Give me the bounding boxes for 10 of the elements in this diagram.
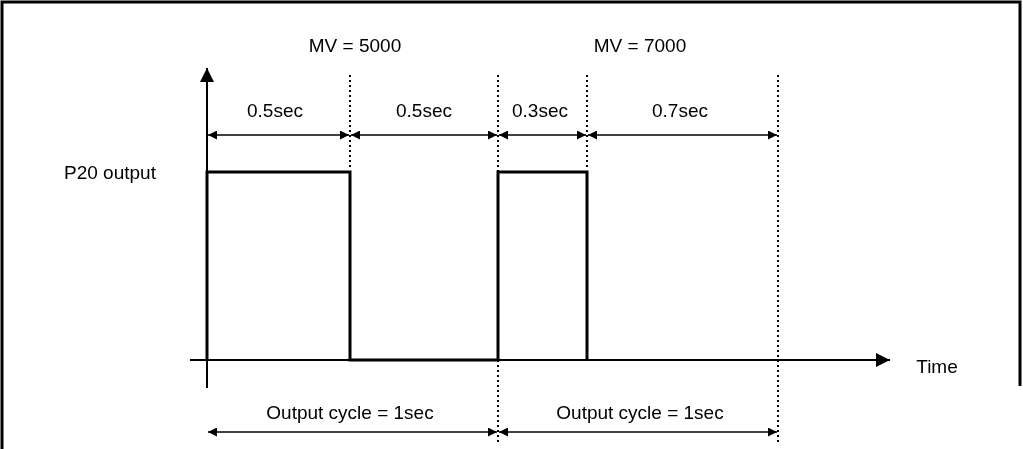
duration-label: 0.5sec [247, 100, 303, 120]
value-label: MV = 7000 [593, 35, 687, 55]
value-label: MV = 5000 [308, 35, 402, 55]
duration-label: 0.5sec [396, 100, 452, 120]
cycle-label: Output cycle = 1sec [556, 402, 724, 422]
duration-label: 0.3sec [512, 100, 568, 120]
signal-label: P20 output [64, 162, 156, 182]
duration-label: 0.7sec [652, 100, 708, 120]
axis-label: Time [916, 356, 958, 376]
cycle-label: Output cycle = 1sec [266, 402, 434, 422]
